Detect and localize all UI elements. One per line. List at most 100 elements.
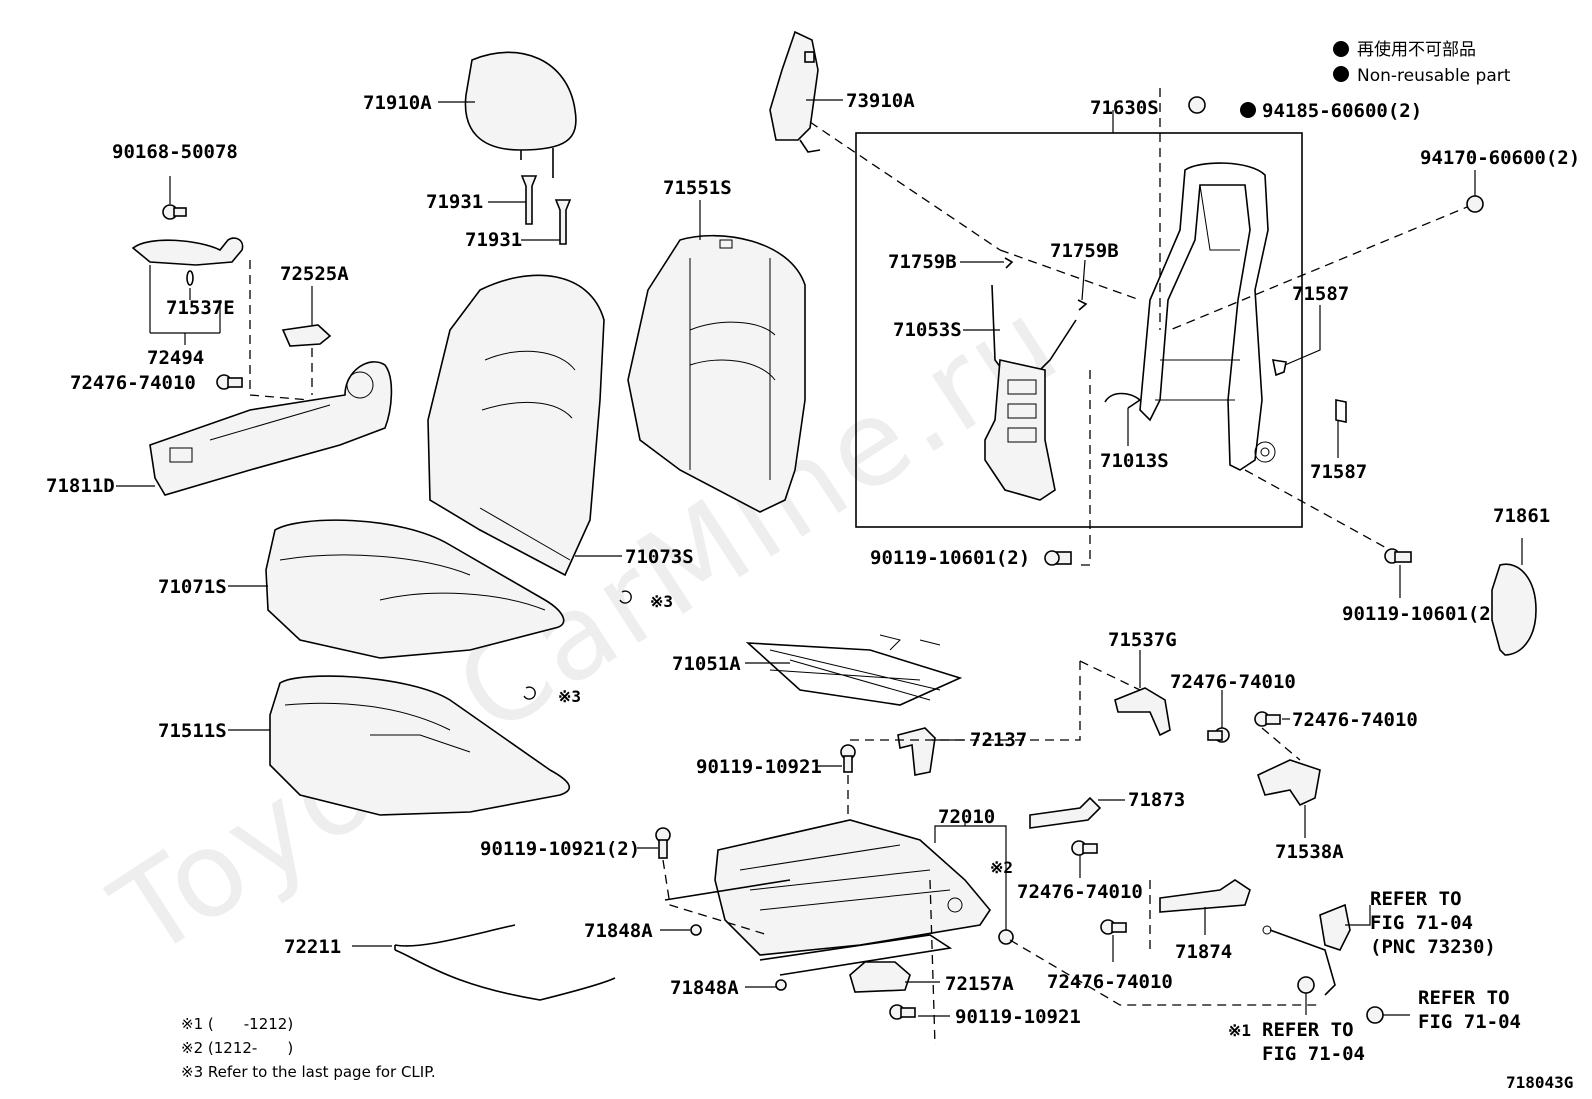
label-71848A-lower: 71848A bbox=[670, 977, 739, 999]
footnote-1: ※1 ( -1212) bbox=[181, 1015, 293, 1033]
lever-71874-part[interactable] bbox=[1159, 879, 1251, 913]
label-71587-top: 71587 bbox=[1292, 283, 1349, 305]
bolt-90119-10921-top-part[interactable] bbox=[840, 744, 856, 773]
non-reusable-dot-icon bbox=[1240, 102, 1256, 118]
bolt-90119-10921-left-part[interactable] bbox=[655, 827, 671, 859]
bolt-90119-10601-right-part[interactable] bbox=[1384, 548, 1412, 564]
label-71874: 71874 bbox=[1175, 941, 1232, 963]
bracket-71537G-part[interactable] bbox=[1114, 687, 1171, 737]
legend: 再使用不可部品 Non-reusable part bbox=[1333, 39, 1511, 86]
label-90119-10921-2: 90119-10921(2) bbox=[480, 838, 640, 860]
label-72476-74010-lower: 72476-74010 bbox=[1047, 971, 1173, 993]
refer-1-line-2: FIG 71-04 bbox=[1370, 912, 1473, 934]
side-cover-73910A-part[interactable] bbox=[769, 30, 821, 153]
clip-71759B-part[interactable] bbox=[1004, 257, 1088, 311]
figure-number: 718043G bbox=[1506, 1073, 1573, 1092]
label-72010: 72010 bbox=[938, 806, 995, 828]
label-71551S: 71551S bbox=[663, 177, 732, 199]
footnote-2: ※2 (1212- ) bbox=[181, 1039, 293, 1057]
label-71587-bottom: 71587 bbox=[1310, 461, 1367, 483]
anchor-bolt-part[interactable] bbox=[1297, 976, 1315, 994]
label-71861: 71861 bbox=[1493, 505, 1550, 527]
refer-1-line-3: (PNC 73230) bbox=[1370, 936, 1496, 958]
label-72525A: 72525A bbox=[280, 263, 349, 285]
lever-72494-part[interactable] bbox=[131, 237, 244, 286]
wire-72211-part[interactable] bbox=[394, 924, 616, 1001]
label-71013S: 71013S bbox=[1100, 450, 1169, 472]
cover-72157A-part[interactable] bbox=[849, 961, 911, 993]
non-reusable-dot-icon bbox=[1333, 66, 1349, 82]
seatback-pad-71073S-part[interactable] bbox=[427, 274, 605, 577]
label-71053S: 71053S bbox=[893, 319, 962, 341]
bolt-90168-part[interactable] bbox=[162, 204, 187, 220]
rivet-71848A-lower-part[interactable] bbox=[775, 979, 787, 991]
label-71051A: 71051A bbox=[672, 653, 741, 675]
mark-72010-2: ※2 bbox=[990, 858, 1013, 877]
label-71073S: 71073S bbox=[625, 546, 694, 568]
mark-refer-1: ※1 bbox=[1228, 1021, 1251, 1040]
label-72476-74010-top: 72476-74010 bbox=[1170, 671, 1296, 693]
cover-72525A-part[interactable] bbox=[281, 324, 332, 347]
legend-en: Non-reusable part bbox=[1357, 66, 1511, 86]
bolt-90119-10921-bottom-part[interactable] bbox=[889, 1004, 916, 1020]
bolt-72476-center-part[interactable] bbox=[1071, 840, 1098, 856]
bracket-71587-part[interactable] bbox=[1271, 359, 1347, 423]
label-72211: 72211 bbox=[284, 936, 341, 958]
label-90168-50078: 90168-50078 bbox=[112, 141, 238, 163]
label-71759B-left: 71759B bbox=[888, 251, 957, 273]
seat-adjuster-72010-part[interactable] bbox=[664, 819, 991, 976]
lumbar-support-71053S-part[interactable] bbox=[984, 284, 1077, 501]
lever-71873-part[interactable] bbox=[1029, 796, 1102, 829]
frame-assembly-box bbox=[855, 132, 1303, 528]
mark-clip-3-lower: ※3 bbox=[558, 687, 581, 706]
bolt-72476-71537G-part[interactable] bbox=[1207, 727, 1230, 743]
seatback-cover-71551S-part[interactable] bbox=[627, 234, 806, 513]
rivet-71848A-upper-part[interactable] bbox=[690, 924, 702, 936]
headrest-support-part[interactable] bbox=[520, 175, 572, 245]
refer-2-line-1: REFER TO bbox=[1262, 1019, 1354, 1041]
nut-94185-part[interactable] bbox=[1188, 96, 1206, 114]
label-90119-10601-left: 90119-10601(2) bbox=[870, 547, 1030, 569]
nut-72010-part[interactable] bbox=[998, 929, 1014, 945]
label-71931-bottom: 71931 bbox=[465, 229, 522, 251]
headrest-part[interactable] bbox=[464, 51, 577, 178]
label-71537G: 71537G bbox=[1108, 629, 1177, 651]
cover-71861-part[interactable] bbox=[1491, 563, 1537, 656]
footnote-3: ※3 Refer to the last page for CLIP. bbox=[181, 1063, 436, 1081]
seatback-frame-part[interactable] bbox=[1139, 162, 1276, 471]
nut-94170-part[interactable] bbox=[1466, 195, 1484, 213]
label-94185-60600: 94185-60600(2) bbox=[1262, 100, 1422, 122]
label-71537E: 71537E bbox=[166, 297, 235, 319]
label-71873: 71873 bbox=[1128, 789, 1185, 811]
refer-3-line-2: FIG 71-04 bbox=[1418, 1011, 1521, 1033]
label-72476-74010-left: 72476-74010 bbox=[70, 372, 196, 394]
bolt-72476-lower-part[interactable] bbox=[1100, 919, 1127, 935]
mark-clip-3-upper: ※3 bbox=[650, 592, 673, 611]
spring-71051A-part[interactable] bbox=[745, 634, 963, 706]
anchor-nut-part[interactable] bbox=[1366, 1006, 1384, 1024]
label-72494: 72494 bbox=[147, 347, 204, 369]
bolt-90119-10601-left-part[interactable] bbox=[1044, 550, 1072, 566]
shield-71811D-part[interactable] bbox=[149, 361, 393, 496]
legend-jp: 再使用不可部品 bbox=[1357, 39, 1476, 60]
refer-2-line-2: FIG 71-04 bbox=[1262, 1043, 1365, 1065]
bracket-71013S-part[interactable] bbox=[1104, 392, 1142, 409]
bolt-72476-left-part[interactable] bbox=[216, 374, 243, 390]
label-71071S: 71071S bbox=[158, 576, 227, 598]
label-71538A: 71538A bbox=[1275, 841, 1344, 863]
cover-71538A-part[interactable] bbox=[1257, 759, 1321, 807]
seatbelt-buckle-part[interactable] bbox=[1262, 903, 1351, 996]
label-90119-10601-right: 90119-10601(2) bbox=[1342, 603, 1502, 625]
label-71630S: 71630S bbox=[1090, 97, 1159, 119]
label-71511S: 71511S bbox=[158, 720, 227, 742]
label-94170-60600: 94170-60600(2) bbox=[1420, 147, 1580, 169]
label-72476-74010-center: 72476-74010 bbox=[1017, 881, 1143, 903]
refer-3-line-1: REFER TO bbox=[1418, 987, 1510, 1009]
seat-cushion-cover-71511S-part[interactable] bbox=[269, 675, 571, 816]
bolt-72476-right-part[interactable] bbox=[1254, 711, 1281, 727]
motor-72137-part[interactable] bbox=[897, 727, 936, 776]
refer-1-line-1: REFER TO bbox=[1370, 888, 1462, 910]
seat-cushion-pad-71071S-part[interactable] bbox=[265, 519, 565, 659]
label-71931-top: 71931 bbox=[426, 191, 483, 213]
